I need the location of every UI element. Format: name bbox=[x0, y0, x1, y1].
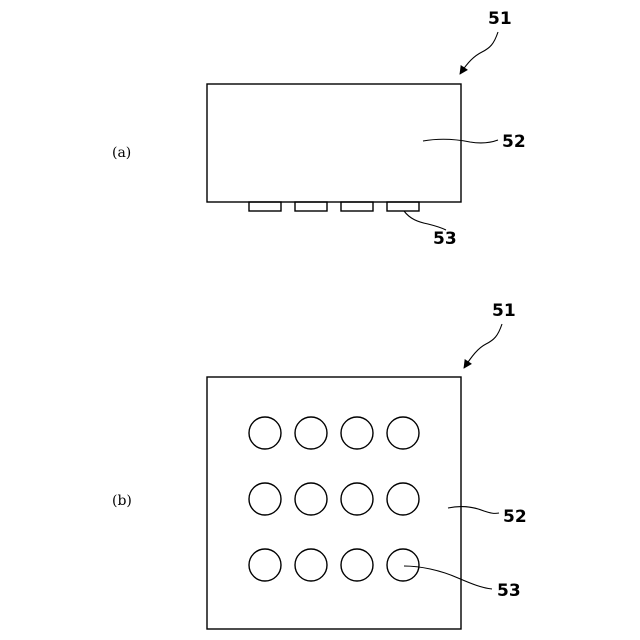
bump-bottom bbox=[387, 549, 419, 581]
ref-52-leader bbox=[448, 507, 499, 514]
ref-52-label: 52 bbox=[503, 507, 527, 527]
bump-bottom bbox=[295, 549, 327, 581]
ref-53-leader bbox=[404, 566, 492, 589]
bump-bottom bbox=[295, 417, 327, 449]
bump-bottom bbox=[341, 549, 373, 581]
bump-side bbox=[387, 202, 419, 211]
bump-bottom bbox=[341, 483, 373, 515]
bump-side bbox=[295, 202, 327, 211]
bump-bottom bbox=[249, 549, 281, 581]
bump-bottom bbox=[387, 417, 419, 449]
ref-51-label: 51 bbox=[492, 301, 516, 321]
bump-bottom bbox=[249, 483, 281, 515]
ref-52-label: 52 bbox=[502, 132, 526, 152]
ref-51-arrow bbox=[464, 324, 502, 368]
bump-bottom bbox=[341, 417, 373, 449]
bump-row-side bbox=[249, 202, 419, 211]
figure-a: (a) 51 52 53 bbox=[112, 9, 526, 249]
bump-side bbox=[249, 202, 281, 211]
ref-53-label: 53 bbox=[497, 581, 521, 601]
ref-51-arrow bbox=[460, 32, 498, 74]
figure-a-label: (a) bbox=[112, 145, 131, 161]
bump-bottom bbox=[249, 417, 281, 449]
ref-53-leader bbox=[404, 211, 446, 230]
bump-bottom bbox=[387, 483, 419, 515]
figure-b-label: (b) bbox=[112, 493, 132, 509]
bump-side bbox=[341, 202, 373, 211]
package-body-bottom bbox=[207, 377, 461, 629]
ref-51-label: 51 bbox=[488, 9, 512, 29]
bump-bottom bbox=[295, 483, 327, 515]
bump-grid bbox=[249, 417, 419, 581]
ref-53-label: 53 bbox=[433, 229, 457, 249]
package-body-side bbox=[207, 84, 461, 202]
figure-b: (b) 51 52 53 bbox=[112, 301, 527, 629]
